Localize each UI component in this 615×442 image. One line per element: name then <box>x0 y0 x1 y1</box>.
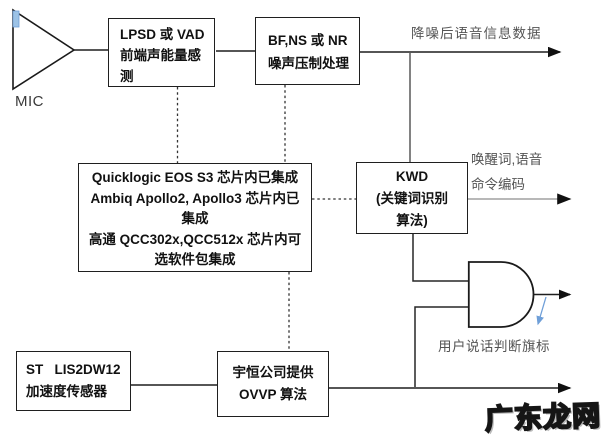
node-chip-line: Quicklogic EOS S3 芯片内已集成 <box>91 170 299 185</box>
mic-triangle-icon <box>12 8 76 91</box>
node-lpsd-line: LPSD 或 VAD <box>120 27 205 42</box>
node-ovvp-line: 宇恒公司提供 <box>232 365 314 380</box>
node-kwd-line: (关键词识别 <box>376 191 448 206</box>
node-noise-suppression: BF,NS 或 NR 噪声压制处理 <box>255 17 360 85</box>
wire-ovvp-gate-bottom-input <box>414 306 468 387</box>
and-gate-icon <box>467 261 535 328</box>
node-lpsd-vad: LPSD 或 VAD 前端声能量感 测 <box>108 18 215 87</box>
node-ovvp-algorithm: 宇恒公司提供 OVVP 算法 <box>217 351 329 417</box>
node-kwd-line: KWD <box>395 169 429 184</box>
node-bf-line: 噪声压制处理 <box>268 56 349 71</box>
mic-label: MIC <box>15 93 44 110</box>
wake-word-output-label: 唤醒词,语音 命令编码 <box>471 147 542 197</box>
node-chip-line: 高通 QCC302x,QCC512x 芯片内可 <box>88 231 302 247</box>
node-lpsd-line: 测 <box>120 69 134 84</box>
node-kwd-line: 算法) <box>396 213 428 228</box>
node-ovvp-line: OVVP 算法 <box>238 387 308 402</box>
node-lpsd-line: 前端声能量感 <box>120 48 201 63</box>
node-st-line: ST LIS2DW12 <box>26 362 121 377</box>
wake-word-output-line: 唤醒词,语音 <box>471 152 543 167</box>
node-chip-line: 集成 <box>181 211 209 226</box>
user-flag-label: 用户说话判断旗标 <box>438 339 550 354</box>
site-watermark: 广东龙网 <box>484 399 603 436</box>
mic-port-icon <box>12 10 20 28</box>
blue-down-arrow-icon <box>536 296 547 326</box>
node-accelerometer: ST LIS2DW12 加速度传感器 <box>16 351 131 411</box>
node-chip-line: Ambiq Apollo2, Apollo3 芯片内已 <box>90 190 300 206</box>
wake-word-output-line: 命令编码 <box>471 177 525 192</box>
node-chip-line: 选软件包集成 <box>154 252 236 267</box>
node-chip-integration: Quicklogic EOS S3 芯片内已集成 Ambiq Apollo2, … <box>78 163 312 272</box>
node-kwd-algorithm: KWD (关键词识别 算法) <box>356 162 468 234</box>
denoised-output-label: 降噪后语音信息数据 <box>411 26 542 41</box>
node-st-line: 加速度传感器 <box>26 384 107 399</box>
node-bf-line: BF,NS 或 NR <box>268 33 348 48</box>
wire-kwd-gate-top-input <box>412 234 468 282</box>
